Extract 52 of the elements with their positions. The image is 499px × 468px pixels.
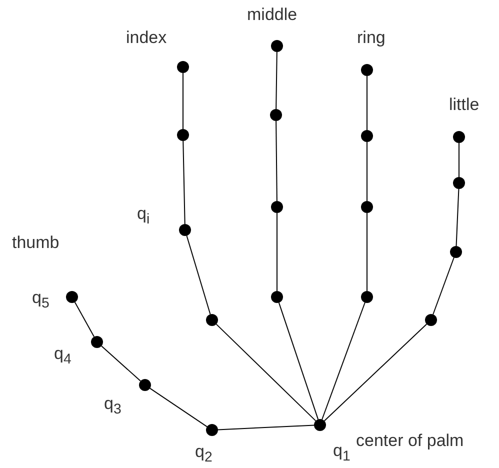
connector-line: [276, 52, 278, 110]
joint-dot: [270, 109, 282, 121]
joint-dot: [453, 131, 465, 143]
joint-label: q$_{4}$: [54, 345, 72, 367]
joint-dot: [314, 419, 326, 431]
joint-dot: [271, 40, 283, 52]
joint-dot: [206, 424, 218, 436]
joint-dot: [179, 224, 191, 236]
connector-line: [456, 188, 460, 246]
joint-dot: [361, 201, 373, 213]
joint-label: q$_{3}$: [104, 395, 122, 417]
finger-label: ring: [357, 29, 386, 46]
finger-label: index: [126, 29, 167, 46]
joint-dot: [66, 291, 78, 303]
joint-dot: [361, 291, 373, 303]
joint-dot: [91, 336, 103, 348]
joint-dot: [177, 61, 189, 73]
connector-line: [366, 142, 368, 202]
finger-label: little: [449, 96, 480, 113]
joint-dot: [361, 64, 373, 76]
joint-label: q$_{i}$: [137, 205, 150, 227]
connector-line: [276, 212, 278, 292]
connector-line: [182, 72, 184, 130]
joint-dot: [177, 129, 189, 141]
connector-line: [74, 302, 95, 338]
finger-label: thumb: [12, 234, 60, 251]
connector-line: [100, 346, 142, 382]
joint-label: q$_{2}$: [195, 443, 212, 465]
joint-dot: [450, 246, 462, 258]
joint-dot: [271, 201, 283, 213]
joint-label: center of palm: [356, 432, 464, 449]
connector-line: [366, 212, 368, 292]
joint-dot: [139, 379, 151, 391]
joint-dot: [453, 177, 465, 189]
connector-line: [276, 120, 278, 202]
joint-dot: [206, 314, 218, 326]
connector-line: [278, 302, 319, 420]
joint-label: q$_{5}$: [32, 289, 50, 311]
connector-line: [322, 302, 366, 420]
connector-line: [186, 235, 211, 315]
connector-line: [216, 324, 316, 422]
joint-dot: [271, 291, 283, 303]
connector-line: [182, 140, 186, 224]
joint-label: q$_{1}$: [333, 442, 350, 464]
connector-line: [432, 257, 454, 315]
connector-line: [366, 76, 368, 130]
connector-line: [149, 388, 208, 428]
connector-line: [218, 424, 314, 430]
joint-dot: [425, 314, 437, 326]
joint-dot: [361, 130, 373, 142]
finger-label: middle: [247, 6, 298, 23]
connector-line: [324, 324, 428, 422]
